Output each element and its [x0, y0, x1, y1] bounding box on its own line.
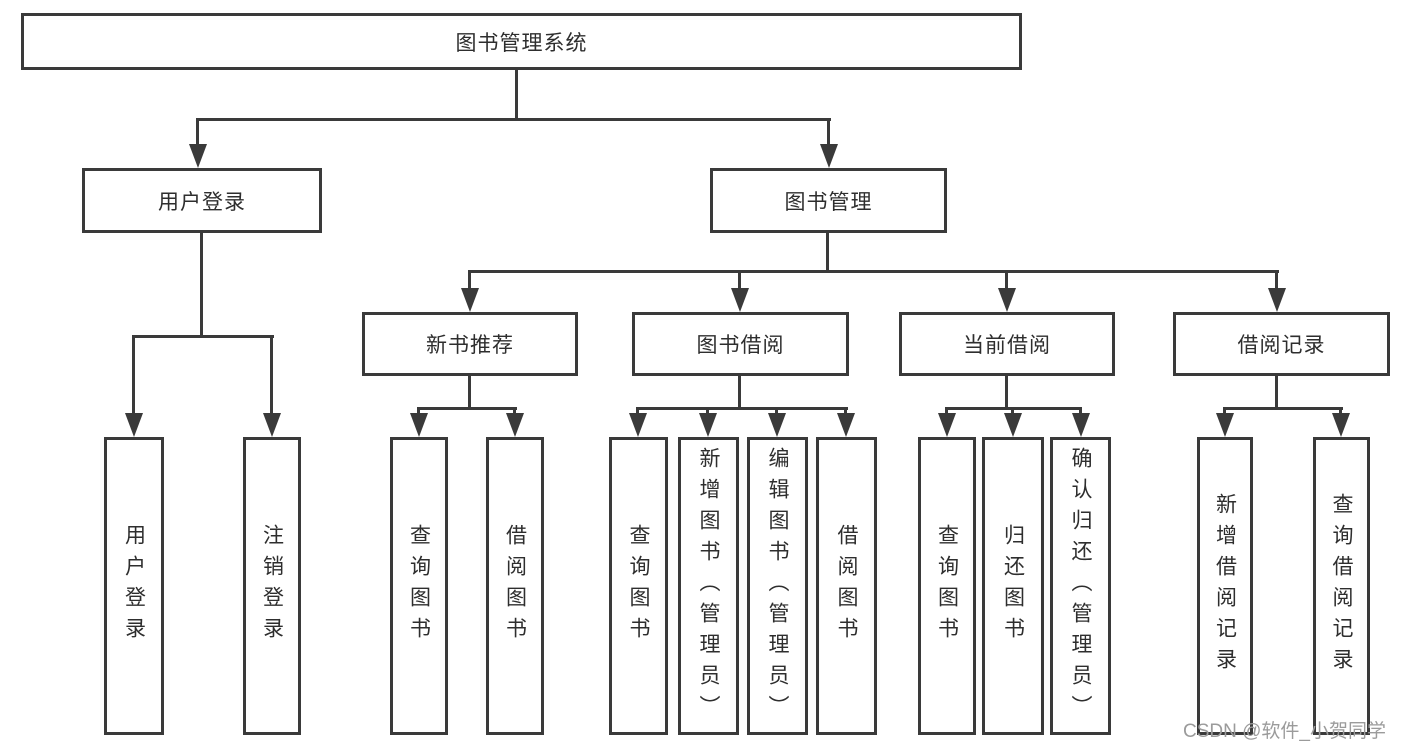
connector-line: [196, 118, 199, 146]
connector-line: [738, 270, 741, 290]
arrow-down-icon: [820, 144, 838, 168]
connector-line: [1005, 270, 1008, 290]
arrow-down-icon: [461, 288, 479, 312]
leaf-logout: 注销登录: [243, 437, 301, 735]
node-label: 图书借阅: [696, 334, 785, 357]
connector-line: [468, 376, 471, 407]
arrow-down-icon: [410, 413, 428, 437]
connector-line: [1275, 376, 1278, 407]
connector-line: [1339, 407, 1342, 415]
connector-line: [775, 407, 778, 415]
leaf-borrow-books-borrow: 借阅图书: [816, 437, 877, 735]
connector-line: [513, 407, 516, 415]
arrow-down-icon: [506, 413, 524, 437]
node-label: 编辑图书（管理员）: [766, 446, 790, 726]
connector-line: [636, 407, 848, 410]
node-borrowing-records: 借阅记录: [1173, 312, 1390, 376]
arrow-down-icon: [699, 413, 717, 437]
arrow-down-icon: [1072, 413, 1090, 437]
connector-line: [417, 407, 420, 415]
node-label: 归还图书: [1001, 524, 1025, 648]
node-new-book-recommendation: 新书推荐: [362, 312, 578, 376]
arrow-down-icon: [938, 413, 956, 437]
connector-line: [270, 335, 273, 415]
leaf-user-login: 用户登录: [104, 437, 164, 735]
node-label: 确认归还（管理员）: [1069, 446, 1093, 726]
connector-line: [132, 335, 274, 338]
node-label: 用户登录: [158, 190, 246, 214]
arrow-down-icon: [731, 288, 749, 312]
leaf-borrow-books-recommend: 借阅图书: [486, 437, 544, 735]
node-label: 图书管理: [784, 190, 873, 214]
node-label: 图书管理系统: [455, 31, 588, 55]
leaf-query-borrow-record: 查询借阅记录: [1313, 437, 1370, 735]
arrow-down-icon: [768, 413, 786, 437]
connector-line: [636, 407, 639, 415]
leaf-confirm-return-admin: 确认归还（管理员）: [1050, 437, 1111, 735]
connector-line: [1223, 407, 1226, 415]
node-book-borrowing: 图书借阅: [632, 312, 849, 376]
connector-line: [515, 70, 518, 118]
node-label: 借阅图书: [503, 524, 527, 648]
node-current-borrowing: 当前借阅: [899, 312, 1115, 376]
connector-line: [417, 407, 517, 410]
leaf-return-book: 归还图书: [982, 437, 1044, 735]
node-book-management-system: 图书管理系统: [21, 13, 1022, 70]
connector-line: [468, 270, 471, 290]
node-label: 用户登录: [122, 524, 146, 648]
node-label: 查询借阅记录: [1330, 493, 1354, 679]
arrow-down-icon: [837, 413, 855, 437]
arrow-down-icon: [189, 144, 207, 168]
node-book-management: 图书管理: [710, 168, 947, 233]
leaf-add-borrow-record: 新增借阅记录: [1197, 437, 1253, 735]
arrow-down-icon: [1268, 288, 1286, 312]
connector-line: [827, 118, 830, 146]
connector-line: [197, 118, 831, 121]
connector-line: [1079, 407, 1082, 415]
connector-line: [945, 407, 948, 415]
leaf-query-books-recommend: 查询图书: [390, 437, 448, 735]
leaf-query-books-borrow: 查询图书: [609, 437, 668, 735]
node-label: 新书推荐: [426, 334, 514, 357]
node-label: 借阅图书: [835, 524, 859, 648]
arrow-down-icon: [998, 288, 1016, 312]
leaf-edit-book-admin: 编辑图书（管理员）: [747, 437, 808, 735]
node-label: 当前借阅: [963, 334, 1051, 357]
node-user-login: 用户登录: [82, 168, 322, 233]
csdn-watermark: CSDN @软件_小贺同学: [1183, 721, 1386, 742]
arrow-down-icon: [1216, 413, 1234, 437]
node-label: 注销登录: [260, 524, 284, 648]
node-label: 新增图书（管理员）: [697, 446, 721, 726]
arrow-down-icon: [629, 413, 647, 437]
connector-line: [844, 407, 847, 415]
arrow-down-icon: [263, 413, 281, 437]
connector-line: [200, 233, 203, 335]
node-label: 查询图书: [935, 524, 959, 648]
leaf-query-books-current: 查询图书: [918, 437, 976, 735]
node-label: 借阅记录: [1237, 334, 1326, 357]
connector-line: [132, 335, 135, 415]
connector-line: [1223, 407, 1343, 410]
node-label: 查询图书: [627, 524, 651, 648]
leaf-add-book-admin: 新增图书（管理员）: [678, 437, 739, 735]
connector-line: [468, 270, 1279, 273]
arrow-down-icon: [1332, 413, 1350, 437]
arrow-down-icon: [125, 413, 143, 437]
arrow-down-icon: [1004, 413, 1022, 437]
connector-line: [826, 233, 829, 270]
connector-line: [1275, 270, 1278, 290]
node-label: 新增借阅记录: [1213, 493, 1237, 679]
connector-line: [706, 407, 709, 415]
connector-line: [1005, 376, 1008, 407]
node-label: 查询图书: [407, 524, 431, 648]
connector-line: [1011, 407, 1014, 415]
connector-line: [738, 376, 741, 407]
